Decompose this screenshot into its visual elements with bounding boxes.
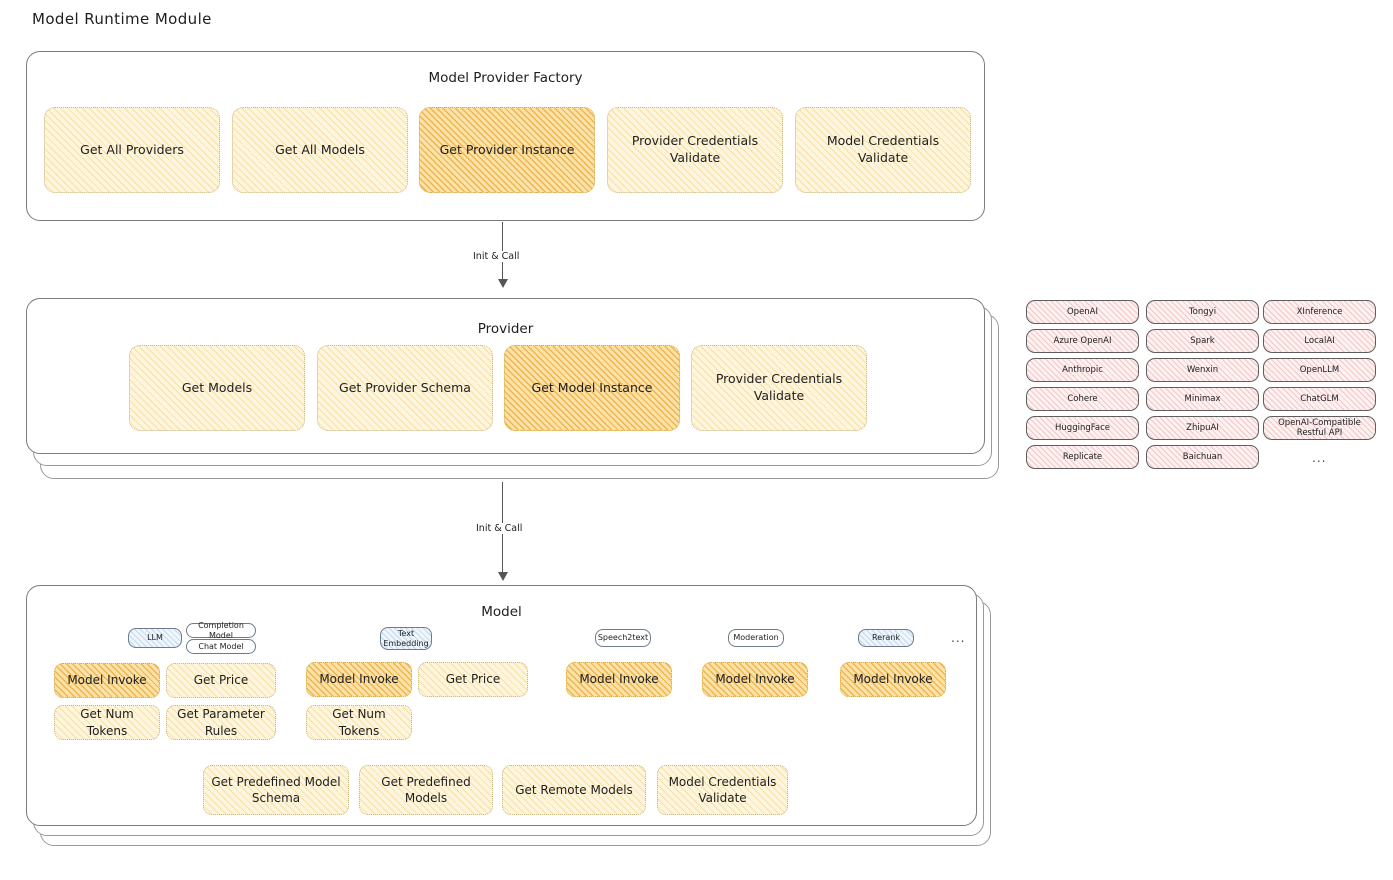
model-subtag-chat-model[interactable]: Chat Model [186,639,256,654]
rerank-op-model-invoke[interactable]: Model Invoke [840,662,946,697]
provider-pill-anthropic[interactable]: Anthropic [1026,358,1139,382]
moderation-op-model-invoke[interactable]: Model Invoke [702,662,808,697]
provider-pill-openai[interactable]: OpenAI [1026,300,1139,324]
llm-op-model-invoke[interactable]: Model Invoke [54,663,160,698]
speech2text-op-model-invoke[interactable]: Model Invoke [566,662,672,697]
model-type-tag-text-embedding[interactable]: Text Embedding [380,627,432,650]
llm-op-get-price[interactable]: Get Price [166,663,276,698]
provider-pill-minimax[interactable]: Minimax [1146,387,1259,411]
model-common-op-get-predefined-model-schema[interactable]: Get Predefined Model Schema [203,765,349,815]
arrow-provider-to-model-label: Init & Call [472,523,527,534]
model-common-op-get-predefined-models[interactable]: Get Predefined Models [359,765,493,815]
model-types-more: ... [951,631,966,645]
arrow-provider-to-model-head [498,572,508,581]
model-title: Model [481,604,522,620]
arrow-factory-to-provider-head [498,279,508,288]
text-embedding-op-get-num-tokens[interactable]: Get Num Tokens [306,705,412,740]
provider-pill-tongyi[interactable]: Tongyi [1146,300,1259,324]
page-title: Model Runtime Module [32,10,212,28]
provider-node-get-models[interactable]: Get Models [129,345,305,431]
provider-list-more: ... [1312,451,1327,465]
text-embedding-op-get-price[interactable]: Get Price [418,662,528,697]
factory-node-provider-credentials-validate[interactable]: Provider Credentials Validate [607,107,783,193]
arrow-factory-to-provider-label: Init & Call [469,251,524,262]
model-common-op-model-credentials-validate[interactable]: Model Credentials Validate [657,765,788,815]
text-embedding-op-model-invoke[interactable]: Model Invoke [306,662,412,697]
provider-pill-replicate[interactable]: Replicate [1026,445,1139,469]
llm-op-get-num-tokens[interactable]: Get Num Tokens [54,705,160,740]
provider-pill-wenxin[interactable]: Wenxin [1146,358,1259,382]
provider-pill-localai[interactable]: LocalAI [1263,329,1376,353]
provider-node-provider-credentials-validate[interactable]: Provider Credentials Validate [691,345,867,431]
model-provider-factory-title: Model Provider Factory [428,70,583,86]
provider-node-get-provider-schema[interactable]: Get Provider Schema [317,345,493,431]
provider-node-get-model-instance[interactable]: Get Model Instance [504,345,680,431]
model-common-op-get-remote-models[interactable]: Get Remote Models [502,765,646,815]
model-type-tag-rerank[interactable]: Rerank [858,629,914,647]
provider-pill-openllm[interactable]: OpenLLM [1263,358,1376,382]
model-type-tag-speech2text[interactable]: Speech2text [595,629,651,647]
model-type-tag-moderation[interactable]: Moderation [728,629,784,647]
provider-pill-zhipuai[interactable]: ZhipuAI [1146,416,1259,440]
provider-pill-baichuan[interactable]: Baichuan [1146,445,1259,469]
factory-node-model-credentials-validate[interactable]: Model Credentials Validate [795,107,971,193]
provider-title: Provider [477,321,534,337]
factory-node-get-all-models[interactable]: Get All Models [232,107,408,193]
factory-node-get-all-providers[interactable]: Get All Providers [44,107,220,193]
provider-pill-huggingface[interactable]: HuggingFace [1026,416,1139,440]
provider-pill-openai-compatible-restful-api[interactable]: OpenAI-Compatible Restful API [1263,416,1376,440]
provider-pill-xinference[interactable]: XInference [1263,300,1376,324]
model-type-tag-llm[interactable]: LLM [128,628,182,648]
provider-pill-chatglm[interactable]: ChatGLM [1263,387,1376,411]
factory-node-get-provider-instance[interactable]: Get Provider Instance [419,107,595,193]
provider-pill-cohere[interactable]: Cohere [1026,387,1139,411]
provider-pill-azure-openai[interactable]: Azure OpenAI [1026,329,1139,353]
provider-pill-spark[interactable]: Spark [1146,329,1259,353]
llm-op-get-parameter-rules[interactable]: Get Parameter Rules [166,705,276,740]
model-subtag-completion-model[interactable]: Completion Model [186,621,256,640]
